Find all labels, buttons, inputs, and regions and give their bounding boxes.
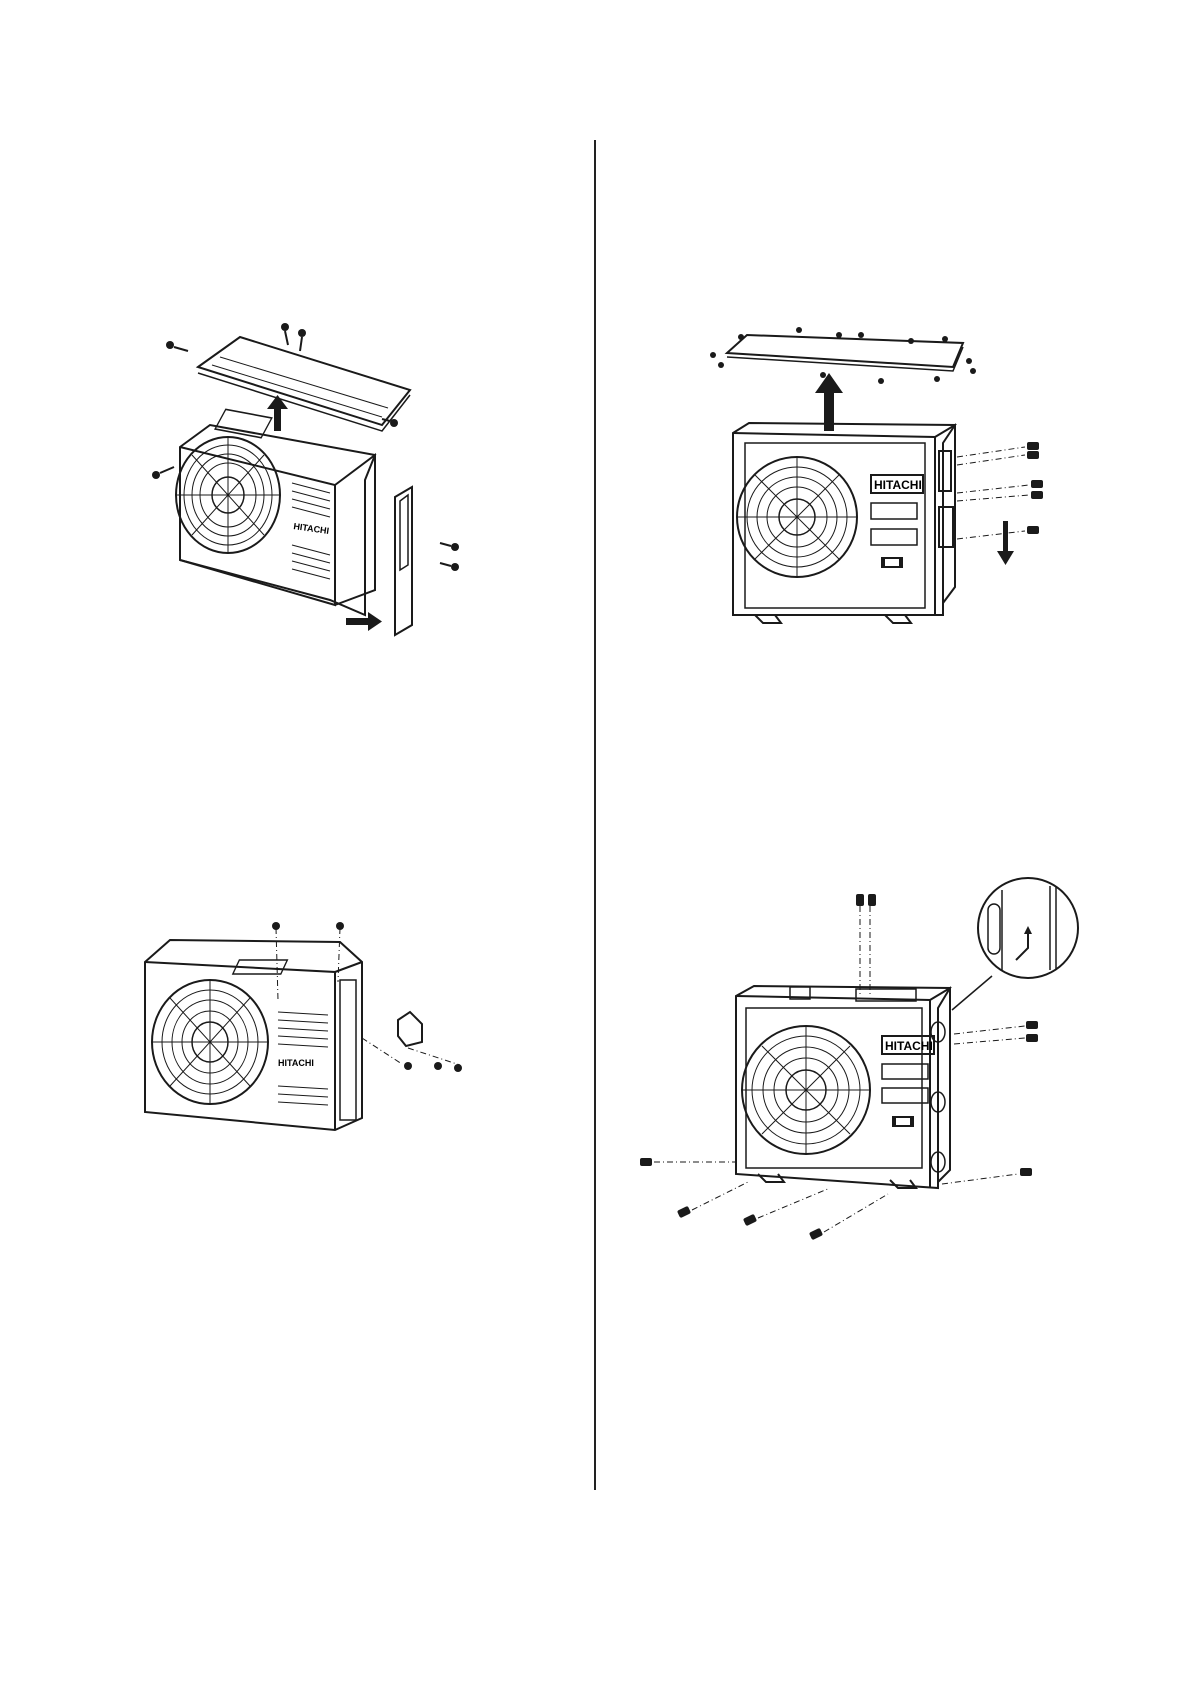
outdoor-unit: HITACHI (733, 423, 955, 623)
screw-guide-lines (654, 906, 1025, 1232)
fan-grille (737, 457, 857, 577)
arrow-down-icon (997, 521, 1014, 565)
screw-guide-lines (276, 928, 460, 1065)
outdoor-unit: HITACHI (176, 409, 375, 615)
brand-label: HITACHI (874, 478, 922, 492)
side-cover (395, 487, 412, 635)
side-cover (939, 451, 953, 547)
brand-label: HITACHI (885, 1039, 933, 1053)
top-panel (198, 337, 410, 431)
fan-grille (742, 1026, 870, 1154)
figure-bottom-left: HITACHI (140, 920, 500, 1150)
outdoor-unit: HITACHI (736, 986, 950, 1188)
outdoor-unit: HITACHI (145, 940, 362, 1130)
detail-callout (952, 878, 1078, 1010)
arrow-up-icon (815, 373, 843, 431)
screw-icon (272, 922, 462, 1072)
screw-guide-lines (957, 447, 1029, 539)
brand-label: HITACHI (293, 521, 330, 536)
figure-top-left: HITACHI (150, 315, 530, 645)
screw-icon (640, 894, 1038, 1240)
fan-grille (152, 980, 268, 1104)
figure-bottom-right: HITACHI (620, 870, 1080, 1245)
column-divider (594, 140, 596, 1490)
top-panel (727, 335, 963, 371)
fan-grille (176, 437, 280, 553)
figure-top-right: HITACHI (705, 325, 1065, 635)
valve-cover (398, 1012, 422, 1046)
arrow-up-icon (1024, 926, 1032, 934)
brand-label: HITACHI (278, 1058, 314, 1068)
